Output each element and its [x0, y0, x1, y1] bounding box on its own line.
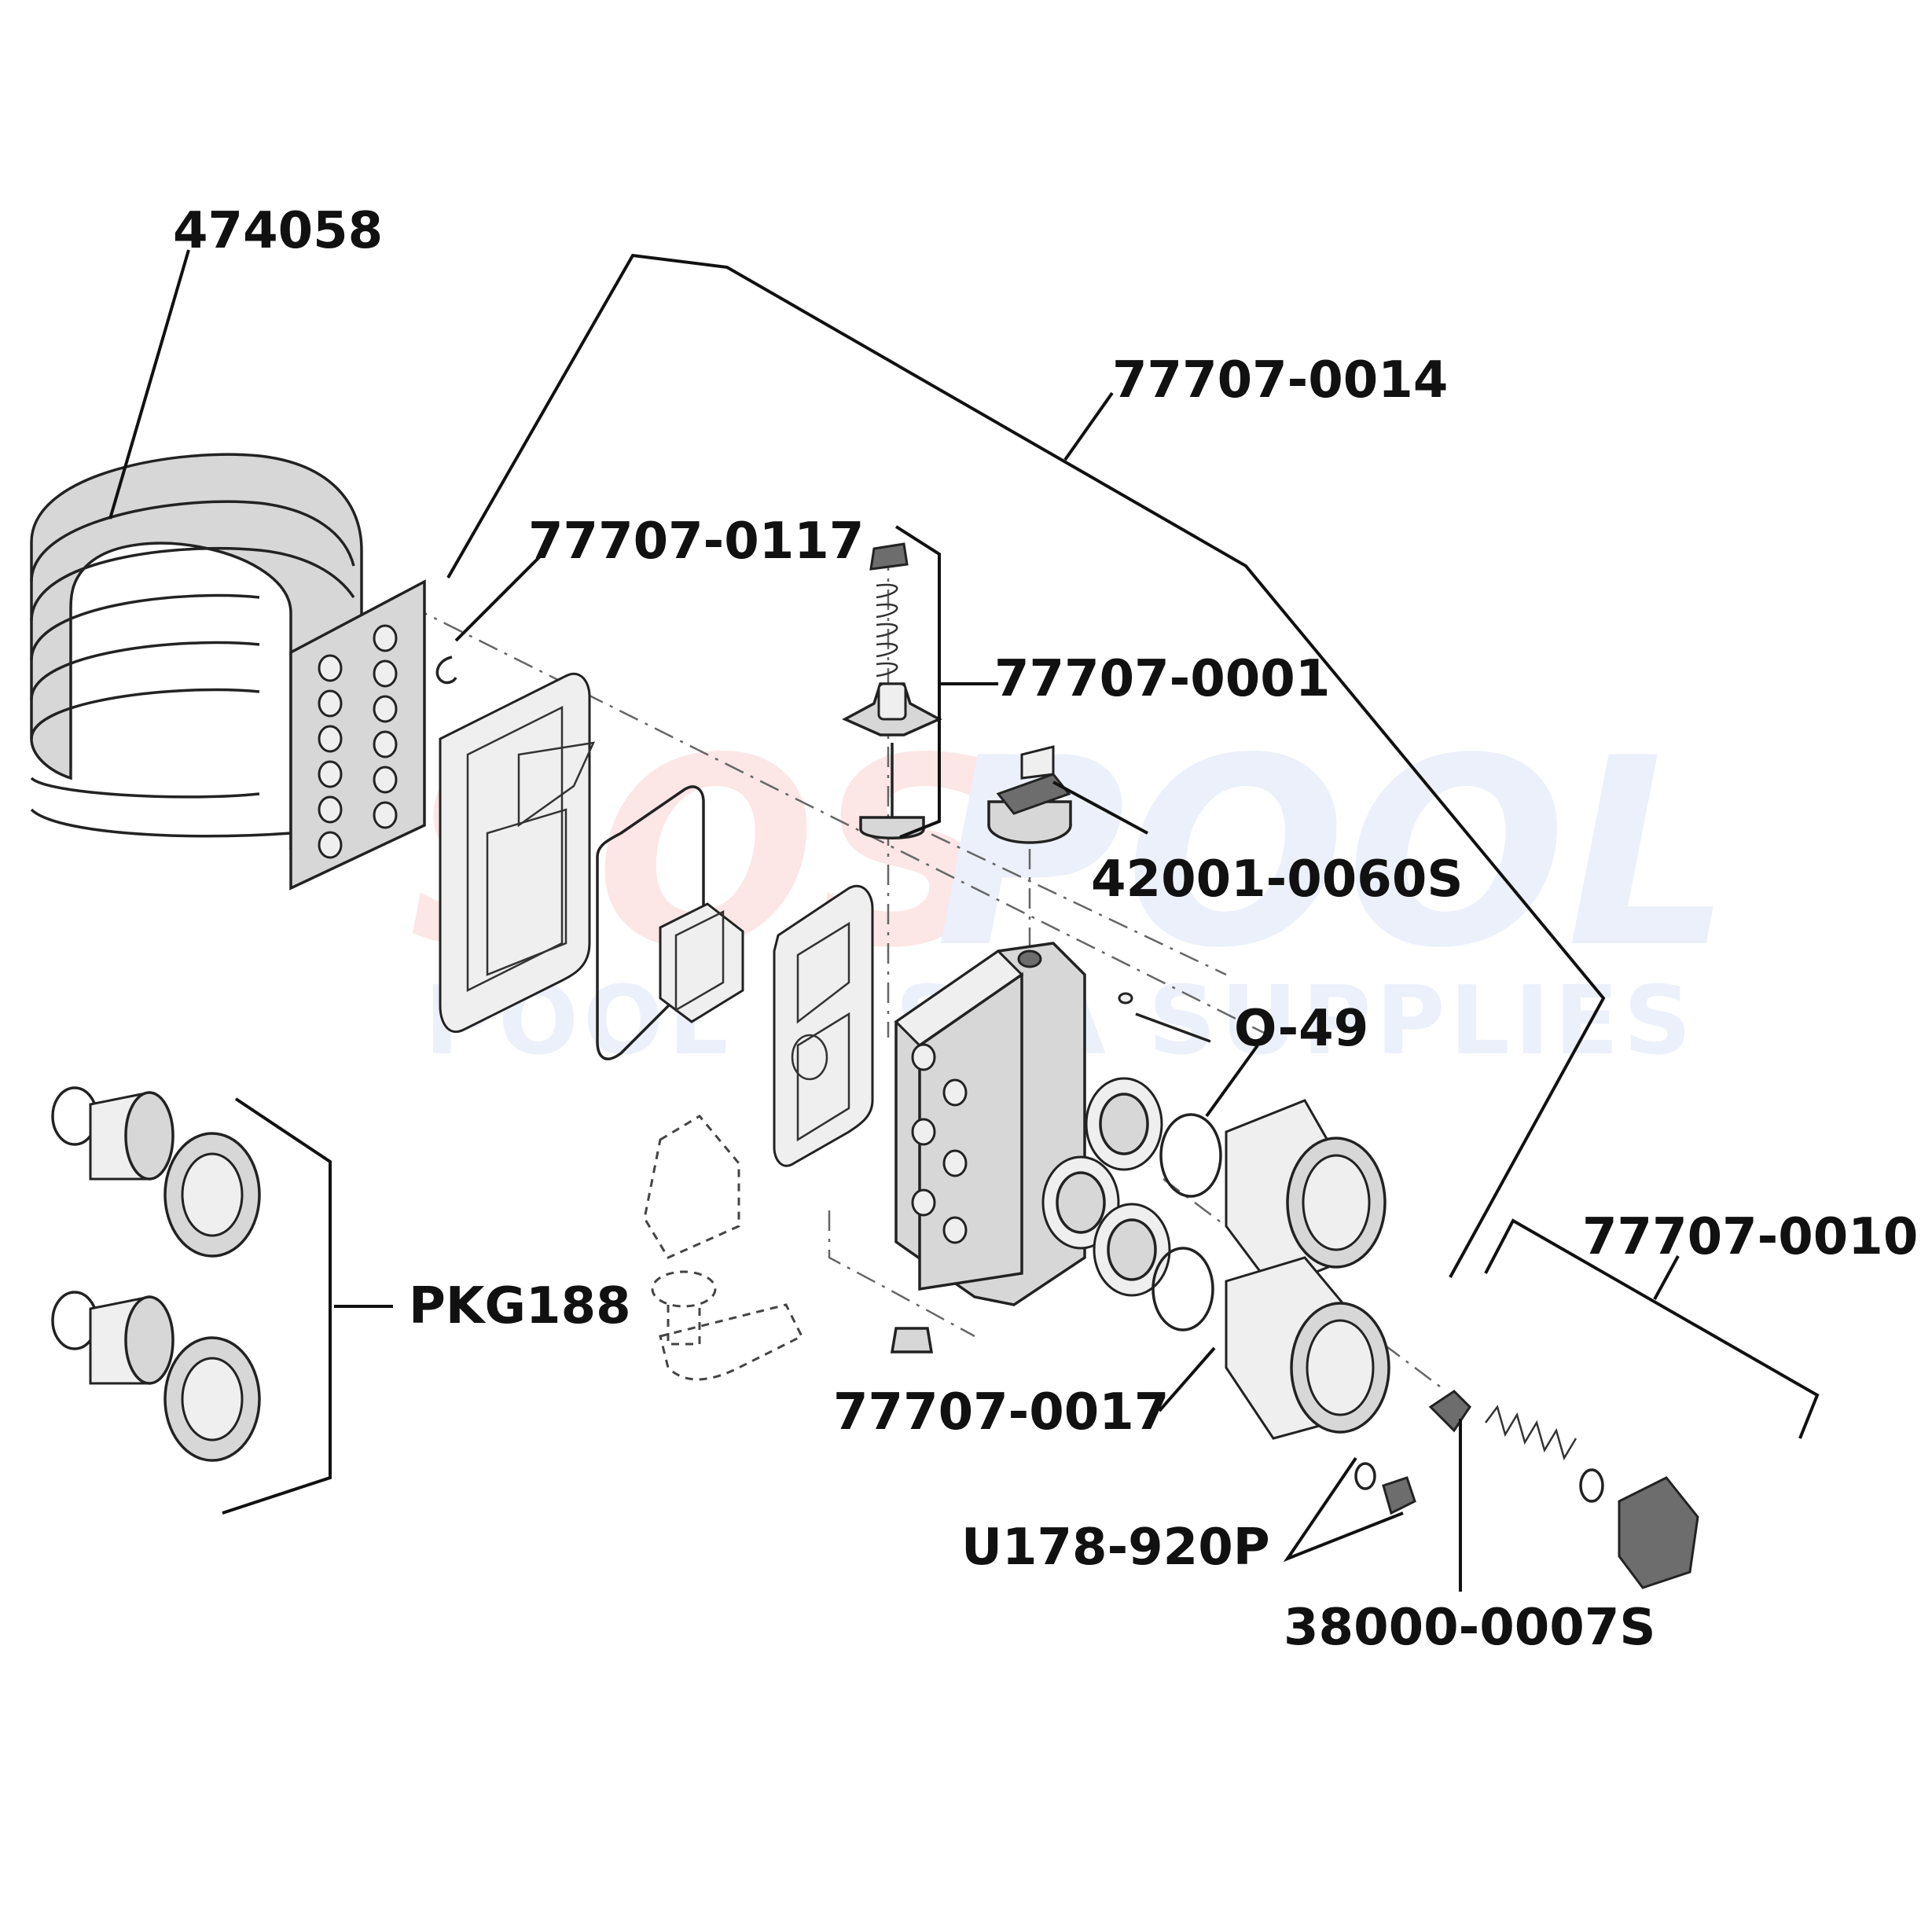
leader-474058 [108, 249, 190, 520]
label-PKG188: PKG188 [409, 1277, 631, 1335]
leader-lines [108, 249, 1820, 1592]
label-77707-0014: 77707-0014 [1112, 351, 1448, 410]
label-77707-0017: 77707-0017 [833, 1383, 1169, 1442]
pressure-switch [987, 745, 1072, 844]
label-42001-0060S: 42001-0060S [1091, 850, 1463, 909]
label-77707-0117: 77707-0117 [528, 512, 864, 571]
label-O-49: O-49 [1234, 1000, 1368, 1058]
coil-header-ports [318, 624, 398, 859]
retainer-clip [435, 656, 457, 685]
leader-77707-0017 [1158, 1346, 1216, 1412]
part-labels: 474058 77707-0014 77707-0117 77707-0001 … [173, 202, 1918, 1657]
leader-O-49 [1205, 1044, 1259, 1118]
label-38000-0007S: 38000-0007S [1284, 1599, 1655, 1657]
bracket-77707-0014 [446, 253, 1606, 1278]
inlet-outlet-adapters [1225, 1099, 1390, 1440]
union-kits [51, 1086, 261, 1462]
leader-77707-0117 [454, 553, 544, 642]
label-474058: 474058 [173, 202, 383, 260]
check-valve-spring [1485, 1405, 1578, 1461]
watermark-brand-right: POOL [935, 703, 1732, 1005]
label-77707-0010: 77707-0010 [1582, 1208, 1918, 1266]
header-cover-plate [773, 885, 874, 1167]
bracket-PKG188 [222, 1097, 332, 1515]
bypass-spring [876, 583, 898, 678]
header-gasket-frame [439, 673, 596, 1034]
leader-77707-0010 [1653, 1255, 1680, 1300]
bypass-valve-assembly [842, 542, 942, 839]
heater-header-body [894, 942, 1211, 1306]
check-valve-kit [1354, 1390, 1699, 1589]
heat-exchanger-coil [30, 453, 426, 891]
label-77707-0001: 77707-0001 [994, 650, 1330, 708]
port-orings [1151, 1113, 1222, 1331]
bracket-77707-0010 [1484, 1218, 1820, 1439]
flow-baffle [659, 902, 744, 1023]
label-U178-920P: U178-920P [961, 1519, 1270, 1577]
leader-77707-0014 [1063, 391, 1114, 461]
header-side-bosses [911, 949, 1042, 1244]
bracket-77707-0001 [894, 525, 941, 839]
leader-42001-0060S [1052, 781, 1148, 835]
optional-relief-fittings [643, 1115, 934, 1381]
header-ports [1041, 1077, 1171, 1297]
leader-U178-920P [1283, 1456, 1404, 1563]
